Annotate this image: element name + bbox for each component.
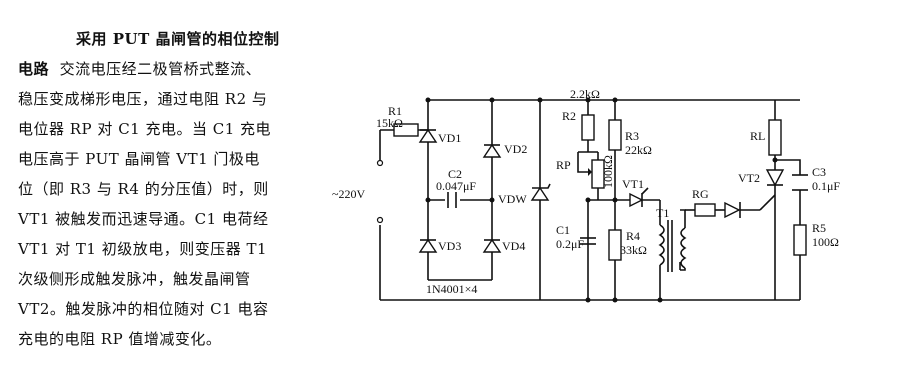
diode-gate (724, 201, 741, 219)
label-vd3: VD3 (438, 239, 461, 253)
label-r2: R2 (562, 109, 576, 123)
article-text: 采用 PUT 晶闸管的相位控制 电路 交流电压经二极管桥式整流、 稳压变成梯形电… (18, 24, 358, 354)
label-c2: C2 (448, 167, 462, 181)
article-text-line: VT2。触发脉冲的相位随对 C1 电容 (18, 300, 269, 318)
circuit-diagram: R1 15kΩ VD1 VD2 C2 0.047μF ~220V VDW VD3… (332, 87, 840, 303)
capacitor-c3 (792, 174, 808, 191)
resistor-r4 (608, 229, 622, 261)
label-rl: RL (750, 129, 765, 143)
diode-vd3 (418, 238, 438, 253)
label-rp-value: 100kΩ (601, 155, 615, 188)
label-rg: RG (692, 187, 709, 201)
article-title-end: 电路 (18, 60, 50, 78)
diode-vd1 (418, 128, 438, 143)
label-vd1: VD1 (438, 131, 461, 145)
label-r4-value: 33kΩ (620, 243, 647, 257)
thyristor-vt2 (759, 169, 785, 211)
article-title: 采用 PUT 晶闸管的相位控制 (76, 30, 280, 48)
label-r5-value: 100Ω (812, 235, 839, 249)
label-r1: R1 (388, 104, 402, 118)
resistor-rg (694, 203, 716, 217)
label-r3-value: 22kΩ (625, 143, 652, 157)
label-vd2: VD2 (504, 142, 527, 156)
label-vt2: VT2 (738, 171, 760, 185)
label-c1: C1 (556, 223, 570, 237)
label-c3-value: 0.1μF (812, 179, 840, 193)
capacitor-c2 (447, 192, 457, 208)
resistor-r1 (393, 123, 419, 137)
article-text-line: 次级侧形成触发脉冲，触发晶闸管 (18, 270, 251, 288)
article-text-line: VT1 被触发而迅速导通。C1 电荷经 (18, 210, 269, 228)
label-rp: RP (556, 158, 571, 172)
resistor-r2 (581, 114, 595, 141)
ac-input-terminal (376, 159, 384, 224)
diode-vd2 (482, 143, 502, 158)
potentiometer-rp (577, 152, 605, 189)
label-vd4: VD4 (502, 239, 525, 253)
article-line: 电路 交流电压经二极管桥式整流、 (18, 54, 358, 84)
resistor-r5 (793, 224, 807, 256)
article-text-line: 稳压变成梯形电压，通过电阻 R2 与 (18, 90, 268, 108)
article-text-line: 交流电压经二极管桥式整流、 (59, 60, 262, 78)
transformer-t1 (658, 220, 687, 272)
junction-dots (425, 97, 778, 303)
article-text-line: 电压高于 PUT 晶闸管 VT1 门极电 (18, 150, 260, 168)
label-c2-value: 0.047μF (436, 179, 476, 193)
label-bridge: 1N4001×4 (426, 282, 477, 296)
resistor-r3 (608, 119, 622, 151)
label-r1-value: 15kΩ (376, 116, 403, 130)
zener-vdw (530, 183, 551, 201)
article-text-line: 电位器 RP 对 C1 充电。当 C1 充电 (18, 120, 272, 138)
label-ac-input: ~220V (332, 187, 365, 201)
label-vt1: VT1 (622, 177, 644, 191)
label-r2-value: 2.2kΩ (570, 87, 600, 101)
capacitor-c1 (580, 237, 596, 245)
put-thyristor-vt1 (629, 187, 649, 208)
diode-vd4 (482, 238, 502, 253)
label-r5: R5 (812, 221, 826, 235)
article-text-line: 位（即 R3 与 R4 的分压值）时，则 (18, 180, 269, 198)
label-vdw: VDW (498, 192, 527, 206)
label-c1-value: 0.2μF (556, 237, 584, 251)
label-r3: R3 (625, 129, 639, 143)
resistor-rl (768, 119, 782, 156)
article-text-line: 充电的电阻 RP 值增减变化。 (18, 330, 222, 348)
label-c3: C3 (812, 165, 826, 179)
article-line: 采用 PUT 晶闸管的相位控制 (18, 24, 358, 54)
article-text-line: VT1 对 T1 初级放电，则变压器 T1 (18, 240, 268, 258)
label-r4: R4 (626, 229, 640, 243)
label-t1: T1 (656, 206, 669, 220)
